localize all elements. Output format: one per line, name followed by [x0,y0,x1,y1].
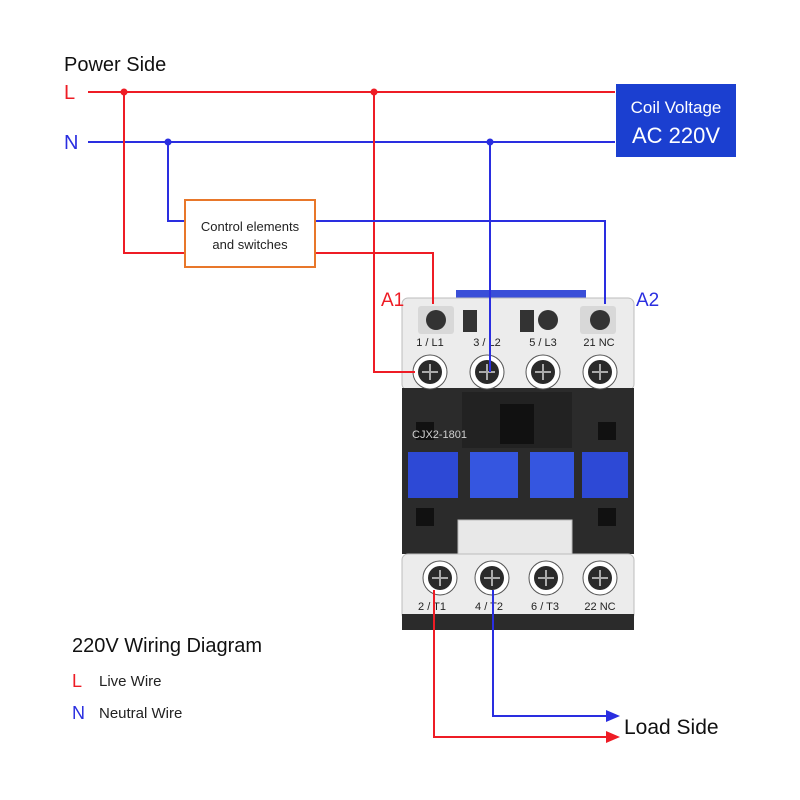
control-elements-line2: and switches [212,237,288,252]
contactor: 1 / L1 3 / L2 5 / L3 21 NC 2 / T1 4 / T2… [401,290,635,630]
coil-voltage-box [616,84,736,157]
load-arrow-neutral-icon [606,710,620,722]
neutral-to-control-wire [167,142,186,222]
a1-label: A1 [381,290,404,311]
control-to-a1-wire [314,252,434,304]
terminal-label-bottom-1: 2 / T1 [418,601,446,613]
legend-title: 220V Wiring Diagram [72,635,262,657]
live-to-control-wire [123,92,186,254]
legend-neutral-text: Neutral Wire [99,705,182,722]
terminal-label-bottom-2: 4 / T2 [475,601,503,613]
screw-icon [538,310,558,330]
coil-voltage-title: Coil Voltage [631,98,722,117]
model-label: CJX2-1801 [412,429,467,441]
terminal-label-top-4: 21 NC [583,337,614,349]
t2-to-load-wire [492,590,606,717]
coil-screw-a2-icon [590,310,610,330]
neutral-to-a2-wire [314,220,606,304]
load-side-label: Load Side [624,716,719,739]
legend: 220V Wiring Diagram L Live Wire N Neutra… [72,635,262,723]
junction-dot-icon [120,88,128,96]
load-arrow-live-icon [606,731,620,743]
top-terminal-screws [412,354,618,390]
t1-to-load-wire [433,590,608,738]
terminal-label-top-1: 1 / L1 [416,337,444,349]
live-to-l1-wire [373,92,415,373]
power-side-label: Power Side [64,54,166,76]
control-elements-box [184,199,316,268]
a2-label: A2 [636,290,659,311]
junction-dot-icon [164,138,172,146]
junction-dot-icon [370,88,378,96]
neutral-line-label: N [64,132,78,154]
terminal-label-bottom-3: 6 / T3 [531,601,559,613]
legend-live-text: Live Wire [99,673,162,690]
live-line-label: L [64,82,75,104]
terminal-label-top-3: 5 / L3 [529,337,557,349]
terminal-label-bottom-4: 22 NC [584,601,615,613]
terminal-label-top-2: 3 / L2 [473,337,501,349]
coil-screw-a1-icon [426,310,446,330]
control-elements-line1: Control elements [201,219,300,234]
legend-live-symbol: L [72,671,82,691]
legend-neutral-symbol: N [72,703,85,723]
junction-dot-icon [486,138,494,146]
wires [88,91,615,738]
bottom-terminal-screws [422,560,618,596]
coil-voltage-value: AC 220V [632,123,720,148]
